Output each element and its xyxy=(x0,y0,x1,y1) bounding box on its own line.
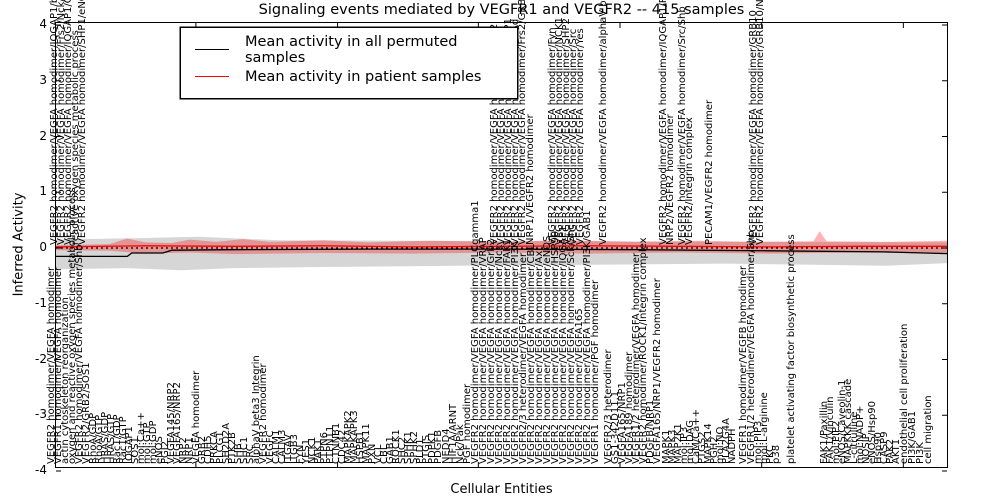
patient-samples band xyxy=(56,231,947,255)
y-tick-label--3: -3 xyxy=(35,407,47,422)
entity-label: VEGFR2/Integrin complex xyxy=(684,117,695,245)
legend-row-patient: Mean activity in patient samples xyxy=(195,63,507,90)
entity-label: p38 xyxy=(771,444,782,464)
entity-label: platelet activating factor biosynthetic … xyxy=(786,234,797,464)
entity-label: VEGFR2 homodimer/VEGFA homodimer/alphaV … xyxy=(598,0,609,245)
permuted-samples band xyxy=(56,236,947,271)
legend-row-permuted: Mean activity in all permuted samples xyxy=(195,33,507,66)
y-tick-label-1: 1 xyxy=(39,184,47,199)
legend: Mean activity in all permuted samples Me… xyxy=(180,27,518,99)
y-tick-label--4: -4 xyxy=(35,463,47,477)
entity-label: cell migration xyxy=(923,395,934,464)
x-axis-label: Cellular Entities xyxy=(450,482,553,497)
mean-activity-in-patient-samples-line xyxy=(55,245,947,248)
entity-label: VEGFR1 homodimer/PGF homodimer xyxy=(590,279,601,464)
y-tick-label--2: -2 xyxy=(35,351,47,366)
legend-label-patient: Mean activity in patient samples xyxy=(245,68,482,85)
y-tick-label-4: 4 xyxy=(39,17,47,31)
entity-label: NRP2/VEGFR2 homodimer xyxy=(665,114,676,245)
y-tick-label--1: -1 xyxy=(35,295,47,310)
entity-label: VEGFR2 homodimer/VEGFA homodimer/Yes xyxy=(575,28,586,245)
entity-label: VEGFR2 homodimer/VEGFA homodimer/SHP1/eN… xyxy=(77,0,88,245)
y-tick-label-3: 3 xyxy=(39,72,47,87)
mean-activity-in-all-permuted-samples-line xyxy=(56,248,948,258)
entity-label: VEGFR2 homodimer/VEGFA homodimer/GRB10/N… xyxy=(755,0,766,245)
legend-label-permuted: Mean activity in all permuted samples xyxy=(245,33,458,66)
entity-label: NADPH xyxy=(727,428,738,464)
plot-canvas xyxy=(55,23,948,472)
patient-line-sample xyxy=(195,76,229,77)
y-tick-label-0: 0 xyxy=(39,240,47,254)
chart-title: Signaling events mediated by VEGFR1 and … xyxy=(258,2,745,18)
entity-label: NRP1/VEGFR2 homodimer xyxy=(525,114,536,245)
entity-label: PECAM1/VEGFR2 homodimer xyxy=(704,99,715,245)
permuted-line-sample xyxy=(195,49,229,50)
y-tick-label-2: 2 xyxy=(39,128,47,143)
